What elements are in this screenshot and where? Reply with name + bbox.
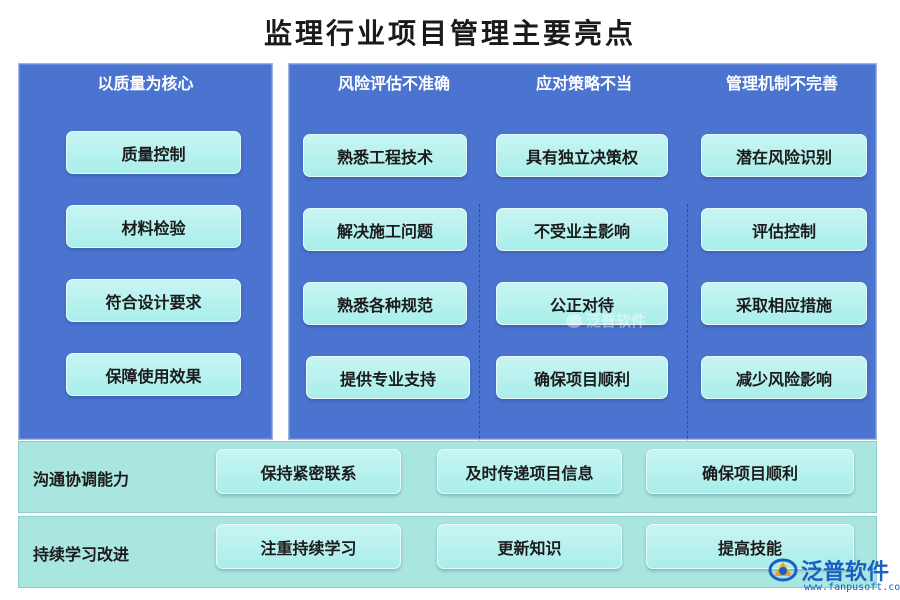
column-1-heading: 风险评估不准确 xyxy=(337,74,450,93)
column-3-item-1: 潜在风险识别 xyxy=(701,134,867,177)
column-2-item-2: 不受业主影响 xyxy=(496,208,668,251)
watermark: 泛普软件 xyxy=(566,310,646,331)
left-item-3: 符合设计要求 xyxy=(66,279,241,322)
risk-panel: 风险评估不准确 应对策略不当 管理机制不完善 熟悉工程技术 解决施工问题 熟悉各… xyxy=(288,63,877,474)
column-2-item-3: 公正对待 xyxy=(496,282,668,325)
quality-core-heading: 以质量为核心 xyxy=(97,74,194,93)
column-3-heading: 管理机制不完善 xyxy=(725,74,838,93)
column-3-item-3: 采取相应措施 xyxy=(701,282,867,325)
column-3-item-2: 评估控制 xyxy=(701,208,867,251)
column-2-item-4: 确保项目顺利 xyxy=(496,356,668,399)
column-1-item-1: 熟悉工程技术 xyxy=(303,134,467,177)
communication-band: 沟通协调能力 保持紧密联系 及时传递项目信息 确保项目顺利 xyxy=(18,441,877,513)
quality-core-panel: 以质量为核心 质量控制 材料检验 符合设计要求 保障使用效果 xyxy=(18,63,273,440)
learning-item-1: 注重持续学习 xyxy=(216,524,401,569)
column-2-heading: 应对策略不当 xyxy=(535,74,632,93)
learning-item-2: 更新知识 xyxy=(437,524,622,569)
left-item-2: 材料检验 xyxy=(66,205,241,248)
communication-item-3: 确保项目顺利 xyxy=(646,449,854,494)
column-1-item-3: 熟悉各种规范 xyxy=(303,282,467,325)
learning-band-label: 持续学习改进 xyxy=(33,545,130,564)
column-1-item-2: 解决施工问题 xyxy=(303,208,467,251)
logo-url: www.fanpusoft.com xyxy=(804,582,900,593)
diagram-title: 监理行业项目管理主要亮点 xyxy=(263,17,636,50)
communication-item-2: 及时传递项目信息 xyxy=(437,449,622,494)
left-item-1: 质量控制 xyxy=(66,131,241,174)
learning-item-3: 提高技能 xyxy=(646,524,854,569)
watermark-logo-icon xyxy=(566,314,582,328)
learning-band: 持续学习改进 注重持续学习 更新知识 提高技能 xyxy=(18,516,877,588)
fanpu-logo-icon xyxy=(768,558,798,582)
communication-item-1: 保持紧密联系 xyxy=(216,449,401,494)
communication-band-label: 沟通协调能力 xyxy=(33,470,130,489)
column-3-item-4: 减少风险影响 xyxy=(701,356,867,399)
column-divider xyxy=(479,204,480,474)
column-divider xyxy=(687,204,688,474)
column-2-item-1: 具有独立决策权 xyxy=(496,134,668,177)
logo-name: 泛普软件 xyxy=(801,560,890,585)
column-1-item-4: 提供专业支持 xyxy=(306,356,470,399)
left-item-4: 保障使用效果 xyxy=(66,353,241,396)
